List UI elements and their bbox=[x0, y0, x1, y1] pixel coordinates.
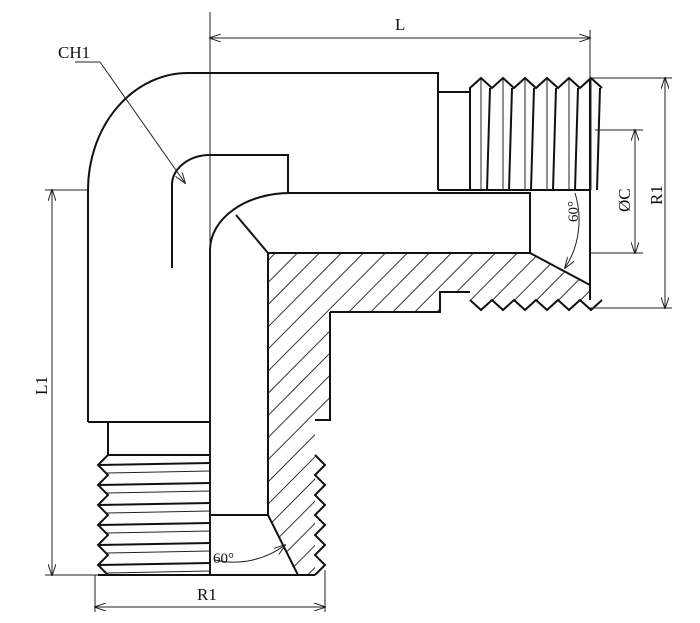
hatch-line bbox=[0, 200, 240, 623]
hatch-line bbox=[0, 200, 108, 623]
hatch-line bbox=[268, 253, 483, 575]
thread-teeth-right bbox=[313, 454, 327, 576]
thread-line bbox=[97, 502, 211, 506]
thread-line bbox=[97, 562, 211, 566]
hatch-line bbox=[589, 253, 590, 575]
hatch-line bbox=[0, 200, 42, 623]
hatch-line bbox=[0, 200, 218, 623]
hatch-line bbox=[457, 253, 590, 575]
hatch-line bbox=[268, 253, 527, 575]
hatch-line bbox=[268, 253, 329, 575]
hatch-line bbox=[268, 253, 590, 575]
angle-right-label: 60° bbox=[566, 201, 582, 222]
hatch-line bbox=[612, 200, 700, 623]
hatch-line bbox=[268, 253, 439, 575]
hatch-line bbox=[634, 200, 700, 623]
hatch-line bbox=[391, 253, 590, 575]
hatch-line bbox=[0, 200, 130, 623]
thread-teeth-bottom bbox=[469, 298, 603, 312]
thread-line bbox=[105, 550, 211, 554]
hatch-line bbox=[0, 200, 64, 623]
thread-line bbox=[97, 542, 211, 546]
thread-line bbox=[552, 87, 557, 191]
hatch-line bbox=[413, 253, 590, 575]
hatch-line bbox=[268, 253, 373, 575]
hatch-line bbox=[678, 200, 700, 623]
hatch-line bbox=[268, 253, 351, 575]
dimensions bbox=[45, 12, 672, 612]
thread-right-label: R1 bbox=[647, 185, 666, 205]
bore-diameter-label: ØC bbox=[615, 188, 634, 212]
thread-line bbox=[105, 510, 211, 514]
hatch-line bbox=[545, 253, 590, 575]
hatch-line bbox=[0, 200, 196, 623]
hatch-line bbox=[325, 253, 590, 575]
right-thread bbox=[469, 76, 603, 312]
thread-line bbox=[105, 490, 211, 494]
thread-line bbox=[508, 87, 513, 191]
thread-crest-left bbox=[96, 454, 110, 576]
thread-crest-top bbox=[469, 76, 603, 190]
thread-line bbox=[97, 462, 211, 466]
hatch-line bbox=[268, 253, 417, 575]
chamfer-label: CH1 bbox=[58, 43, 90, 62]
thread-line bbox=[105, 570, 211, 574]
hatch-line bbox=[268, 253, 590, 575]
angle-bottom-label: 60° bbox=[213, 551, 234, 567]
thread-line bbox=[97, 522, 211, 526]
bottom-thread bbox=[96, 454, 327, 576]
hatch-line bbox=[0, 200, 20, 623]
hatch-line bbox=[268, 253, 590, 575]
height-label: L1 bbox=[32, 376, 51, 395]
fitting-body bbox=[87, 72, 591, 576]
hatch-line bbox=[268, 253, 307, 575]
hatch-line bbox=[656, 200, 700, 623]
thread-line bbox=[530, 87, 535, 191]
hatch-line bbox=[303, 253, 590, 575]
section-hatching bbox=[0, 200, 700, 623]
thread-line bbox=[97, 482, 211, 486]
thread-line bbox=[105, 530, 211, 534]
hatch-line bbox=[268, 253, 590, 575]
hatch-line bbox=[268, 253, 461, 575]
thread-bottom-label: R1 bbox=[197, 585, 217, 604]
hatch-line bbox=[0, 200, 152, 623]
thread-line bbox=[486, 87, 491, 191]
thread-line bbox=[596, 87, 601, 191]
hatch-line bbox=[268, 253, 285, 575]
hatch-line bbox=[268, 253, 505, 575]
hatch-line bbox=[0, 200, 86, 623]
thread-line bbox=[574, 87, 579, 191]
hatch-line bbox=[567, 253, 590, 575]
length-label: L bbox=[395, 15, 405, 34]
hatch-line bbox=[501, 253, 590, 575]
thread-line bbox=[105, 470, 211, 474]
hatch-line bbox=[347, 253, 590, 575]
hatch-line bbox=[268, 253, 395, 575]
hatch-line bbox=[281, 253, 590, 575]
hatch-line bbox=[268, 253, 549, 575]
